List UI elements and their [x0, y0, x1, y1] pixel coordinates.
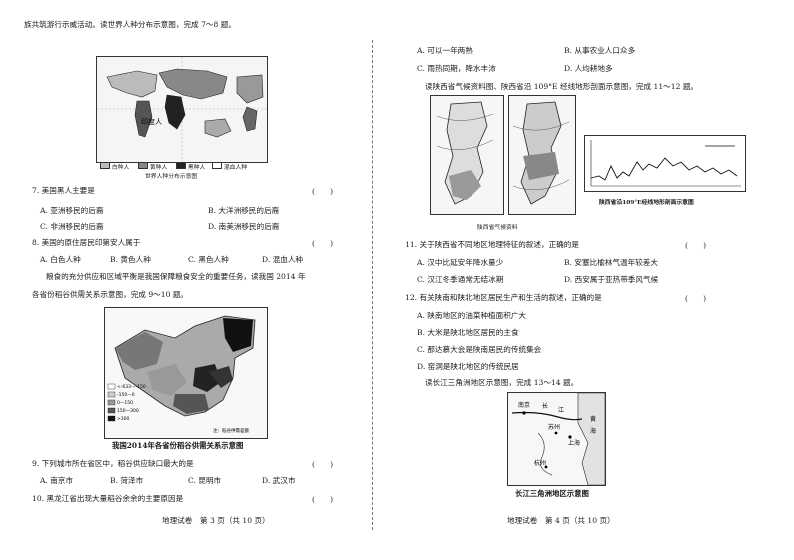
- terrain-profile-caption: 陕西省沿109°E经线地形剖面示意图: [599, 200, 694, 206]
- q7-option-a[interactable]: A. 亚洲移民的后裔: [40, 206, 104, 215]
- q12-answer-blank[interactable]: ( ): [685, 294, 707, 303]
- q8-option-d[interactable]: D. 混血人种: [262, 255, 304, 264]
- q7-answer-blank[interactable]: ( ): [312, 187, 334, 196]
- delta-label-jiang: 江: [558, 407, 564, 414]
- q9-option-d[interactable]: D. 武汉市: [262, 476, 296, 485]
- shaanxi-climate-map-2: [508, 95, 576, 215]
- rice-legend-3: 0—150: [117, 400, 133, 406]
- yangtze-delta-graphic: 南京 长 江 上海 苏州 杭州 黄 海: [508, 393, 605, 485]
- q10-option-b[interactable]: B. 从事农业人口众多: [564, 46, 636, 55]
- map-label-india: 印度人: [141, 117, 162, 126]
- climate-map-2-graphic: [509, 96, 575, 214]
- delta-label-shanghai: 上海: [568, 439, 580, 447]
- rice-legend-2: -150—0: [117, 392, 135, 398]
- rice-legend-4: 150—300: [117, 408, 139, 414]
- legend-black: 黑种人: [187, 165, 206, 171]
- world-race-map: 印度人: [96, 56, 268, 163]
- rice-legend-5: >300: [117, 416, 129, 422]
- delta-label-suzhou: 苏州: [548, 423, 560, 431]
- q11-answer-blank[interactable]: ( ): [685, 241, 707, 250]
- legend-swatch: [100, 162, 110, 169]
- shaanxi-climate-map-1: [430, 95, 504, 215]
- q12-option-c[interactable]: C. 那达慕大会是陕南居民的传统集会: [417, 345, 542, 354]
- right-page: A. 可以一年两熟 B. 从事农业人口众多 C. 雨热同期，降水丰沛 D. 人均…: [397, 0, 794, 560]
- q8-option-a[interactable]: A. 白色人种: [40, 255, 81, 264]
- intro2-right: 读长江三角洲地区示意图，完成 13～14 题。: [425, 378, 579, 387]
- q10-answer-blank[interactable]: ( ): [312, 495, 334, 504]
- delta-label-hai: 海: [590, 427, 596, 435]
- page-footer-left: 地理试卷 第 3 页（共 10 页）: [162, 516, 270, 525]
- q10-option-a[interactable]: A. 可以一年两熟: [417, 46, 473, 55]
- terrain-profile-graphic: [590, 140, 741, 187]
- q7-option-d[interactable]: D. 南美洲移民的后裔: [208, 222, 280, 231]
- q9-option-a[interactable]: A. 南京市: [40, 476, 74, 485]
- delta-label-huang: 黄: [590, 415, 596, 423]
- q10-option-d[interactable]: D. 人均耕地多: [564, 64, 613, 73]
- legend-swatch: [212, 162, 222, 169]
- q11-option-c[interactable]: C. 汉江冬季通常无结冰期: [417, 275, 504, 284]
- left-page: 族共筑游行示威活动。读世界人种分布示意图，完成 7～8 题。 印度人 白种人 黄…: [24, 20, 334, 525]
- yangtze-delta-caption: 长江三角洲地区示意图: [515, 489, 589, 498]
- delta-label-hangzhou: 杭州: [534, 459, 546, 467]
- intro-line: 族共筑游行示威活动。读世界人种分布示意图，完成 7～8 题。: [24, 20, 236, 29]
- q8-option-b[interactable]: B. 黄色人种: [110, 255, 151, 264]
- rice-note: 注：稻谷供需差额: [213, 427, 249, 434]
- q11-option-d[interactable]: D. 西安属于亚热带季风气候: [564, 275, 659, 284]
- world-race-map-graphic: 印度人: [97, 57, 267, 162]
- q11-option-b[interactable]: B. 安塞比榆林气温年较差大: [564, 258, 658, 267]
- q12-stem: 12. 有关陕南和陕北地区居民生产和生活的叙述，正确的是: [405, 293, 602, 302]
- page-divider: [372, 40, 373, 530]
- q7-option-c[interactable]: C. 非洲移民的后裔: [40, 222, 104, 231]
- q7-option-b[interactable]: B. 大洋洲移民的后裔: [208, 206, 280, 215]
- yangtze-delta-map: 南京 长 江 上海 苏州 杭州 黄 海: [507, 392, 606, 486]
- page-footer-right: 地理试卷 第 4 页（共 10 页）: [507, 516, 615, 525]
- q9-stem: 9. 下列城市所在省区中，稻谷供应缺口最大的是: [32, 459, 194, 468]
- legend-yellow: 黄种人: [149, 165, 168, 171]
- china-rice-map-graphic: <-633—-150 -150—0 0—150 150—300 >300 注：稻…: [105, 308, 267, 438]
- delta-label-chang: 长: [542, 402, 548, 410]
- rice-legend-1: <-633—-150: [117, 384, 146, 390]
- delta-label-nanjing: 南京: [518, 401, 530, 409]
- climate-map-1-graphic: [431, 96, 503, 214]
- world-race-caption: 世界人种分布示意图: [145, 174, 198, 180]
- q10-stem: 10. 黑龙江省出现大量稻谷余余的主要原因是: [32, 494, 184, 503]
- q8-option-c[interactable]: C. 黑色人种: [188, 255, 229, 264]
- intro2-line1: 粮食的充分供应和区域平衡是我国保障粮食安全的重要任务，读我国 2014 年: [46, 272, 306, 281]
- china-rice-caption: 我国2014年各省份稻谷供需关系示意图: [112, 441, 244, 450]
- terrain-profile-chart: [584, 135, 746, 192]
- q8-answer-blank[interactable]: ( ): [312, 239, 334, 248]
- legend-white: 白种人: [111, 165, 130, 171]
- china-rice-map: <-633—-150 -150—0 0—150 150—300 >300 注：稻…: [104, 307, 268, 439]
- q9-option-b[interactable]: B. 菏泽市: [110, 476, 144, 485]
- q12-option-b[interactable]: B. 大米是陕北地区居民的主食: [417, 328, 519, 337]
- q12-option-a[interactable]: A. 陕南地区的油菜种植面积广大: [417, 311, 527, 320]
- q11-option-a[interactable]: A. 汉中比延安年降水量少: [417, 258, 504, 267]
- climate-caption: 陕西省气候资料: [477, 225, 518, 231]
- q9-answer-blank[interactable]: ( ): [312, 460, 334, 469]
- legend-mixed: 混血人种: [223, 165, 248, 171]
- q7-stem: 7. 美国黑人主要是: [32, 186, 95, 195]
- legend-swatch: [176, 162, 186, 169]
- legend-swatch: [138, 162, 148, 169]
- intro-line-right: 读陕西省气候资料图、陕西省沿 109°E 经线地形剖面示意图，完成 11～12 …: [425, 82, 699, 91]
- q9-option-c[interactable]: C. 昆明市: [188, 476, 222, 485]
- q11-stem: 11. 关于陕西省不同地区地理特征的叙述，正确的是: [405, 240, 579, 249]
- intro2-line2: 各省份稻谷供需关系示意图，完成 9～10 题。: [32, 290, 189, 299]
- q10-option-c[interactable]: C. 雨热同期，降水丰沛: [417, 64, 496, 73]
- q8-stem: 8. 美国的原住居民印第安人属于: [32, 238, 141, 247]
- q12-option-d[interactable]: D. 窑洞是陕北地区的传统民居: [417, 362, 519, 371]
